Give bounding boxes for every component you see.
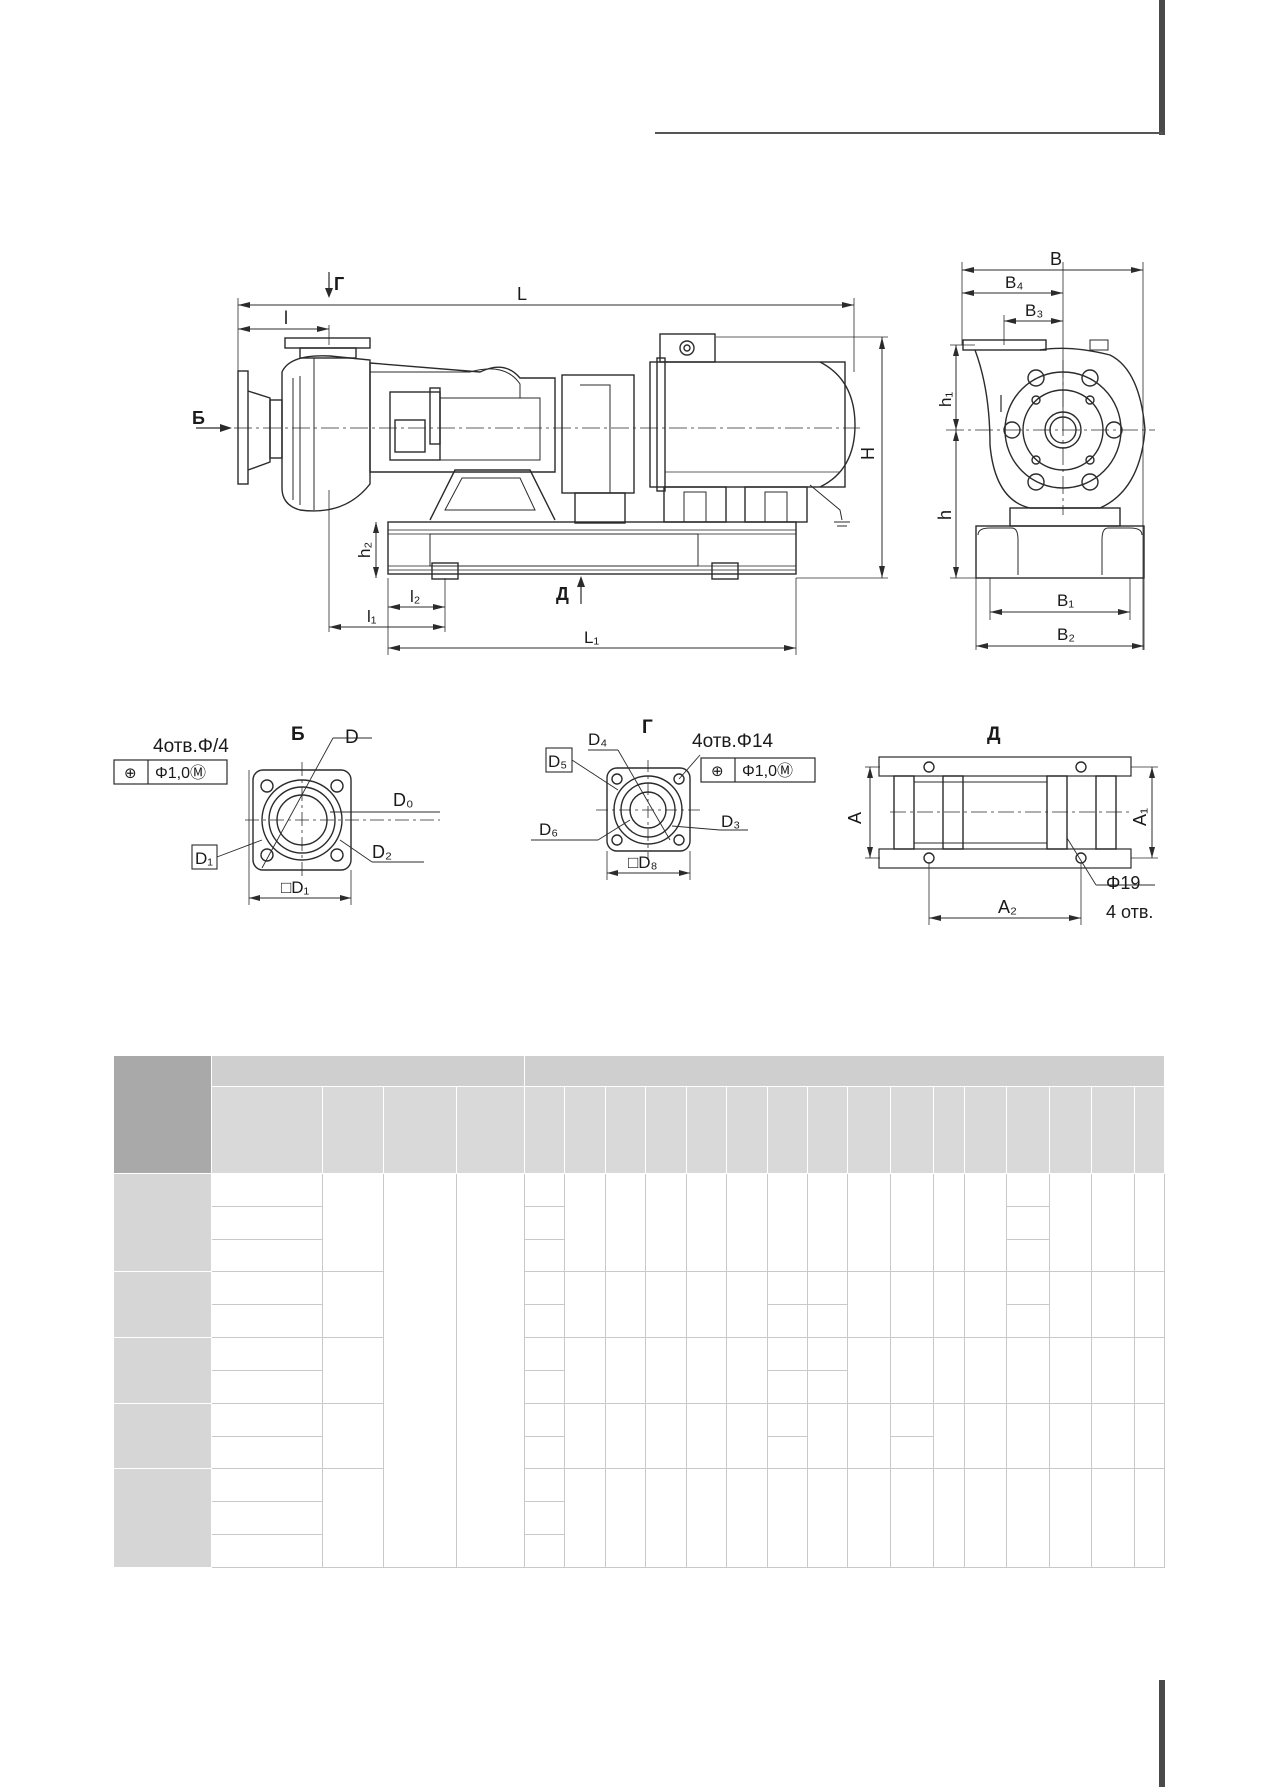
- dim-l1: l₁: [367, 607, 377, 626]
- table-row: [114, 1534, 1165, 1568]
- dim-B2: B₂: [1057, 625, 1075, 644]
- table-model-cell: [113, 1402, 212, 1470]
- base-hole-dia: Φ19: [1106, 873, 1140, 893]
- dim-L: L: [517, 284, 527, 304]
- table-row: [113, 1468, 1166, 1568]
- flange-g-D6: D₆: [539, 820, 558, 839]
- table-header-row-1: [113, 1055, 1166, 1174]
- flange-g-holes: 4отв.Φ14: [692, 731, 774, 752]
- dim-h2: h₂: [355, 542, 374, 558]
- table-row: [113, 1271, 1166, 1339]
- flange-b-D: D: [345, 727, 359, 748]
- table-col-header: [1091, 1086, 1135, 1174]
- table-col-header: [726, 1086, 768, 1174]
- position-tolerance-symbol: ⊕: [124, 765, 137, 782]
- flange-b-sqD1: □D₁: [281, 878, 310, 897]
- page-edge-rule-bottom: [1159, 1680, 1165, 1787]
- table-col-header: [564, 1086, 606, 1174]
- table-group-header-2: [523, 1055, 1166, 1087]
- flange-view-g: Г 4отв.Φ14 ⊕ Φ1,0Ⓜ D₄ D₅ D₃ D₆ □D₈: [531, 717, 816, 880]
- side-view: L l Г: [192, 272, 888, 655]
- table-col-header: [806, 1086, 849, 1174]
- table-model-cell: [113, 1337, 212, 1404]
- dim-h: h: [935, 510, 955, 520]
- dim-B1: B₁: [1057, 591, 1074, 610]
- table-col-header: [1048, 1086, 1093, 1174]
- table-row: [114, 1205, 1165, 1240]
- table-col-header: [456, 1086, 525, 1174]
- flange-g-title: Г: [642, 717, 653, 738]
- table-col-header: [523, 1086, 566, 1174]
- table-row: [114, 1435, 1165, 1470]
- table-col-header: [604, 1086, 647, 1174]
- table-model-cell: [113, 1271, 212, 1339]
- dim-h1: h₁: [936, 392, 955, 407]
- position-tolerance-value: Φ1,0Ⓜ: [155, 764, 206, 782]
- view-arrow-d: Д: [556, 584, 569, 604]
- table-col-header: [685, 1086, 728, 1174]
- table-row: [114, 1369, 1165, 1404]
- flange-g-sqD8: □D₈: [628, 853, 658, 872]
- table-col-header: [963, 1086, 1008, 1174]
- table-col-header: [932, 1086, 965, 1174]
- position-tolerance-value-g: Φ1,0Ⓜ: [742, 762, 793, 780]
- table-col-header: [889, 1086, 934, 1174]
- position-tolerance-symbol-g: ⊕: [711, 763, 724, 780]
- table-col-header: [1133, 1086, 1166, 1174]
- table-group-header-1: [210, 1055, 525, 1087]
- dimensions-table: [113, 1055, 1166, 1568]
- table-row: [113, 1172, 1166, 1568]
- table-col-header: [1006, 1086, 1050, 1174]
- flange-b-D1-box: D₁: [195, 849, 213, 868]
- base-dim-A1: A₁: [1130, 808, 1150, 826]
- base-hole-count: 4 отв.: [1106, 902, 1153, 922]
- front-view: B B₄ B₃: [935, 249, 1155, 650]
- dim-l2: l₂: [410, 587, 420, 606]
- flange-b-holes: 4отв.Φ/4: [153, 736, 229, 757]
- base-d-title: Д: [987, 724, 1001, 745]
- table-col-header: [210, 1086, 323, 1174]
- table-row: [113, 1337, 1166, 1404]
- table-corner-header: [113, 1055, 212, 1174]
- table-col-header: [847, 1086, 891, 1174]
- flange-g-D3: D₃: [721, 812, 740, 831]
- table-model-cell: [113, 1172, 212, 1273]
- flange-g-D4: D₄: [588, 730, 607, 749]
- table-header-row-2: [114, 1086, 1166, 1174]
- flange-b-title: Б: [291, 724, 305, 745]
- table-row: [113, 1402, 1166, 1470]
- table-row: [114, 1304, 1165, 1339]
- base-view-d: Д A A₁ A₂ Φ19 4 отв.: [845, 724, 1158, 925]
- table-row: [114, 1238, 1165, 1273]
- base-dim-A2: A₂: [998, 897, 1017, 917]
- table-col-header: [766, 1086, 808, 1174]
- flange-g-D5-box: D₅: [548, 752, 567, 771]
- flange-b-D2: D₂: [372, 842, 392, 862]
- page-edge-rule-top: [1159, 0, 1165, 135]
- dim-H: H: [858, 447, 878, 460]
- flange-b-D0: D₀: [393, 790, 413, 810]
- dim-B3: B₃: [1025, 301, 1043, 320]
- table-model-cell: [113, 1468, 212, 1568]
- table-col-header: [645, 1086, 687, 1174]
- view-arrow-b: Б: [192, 408, 205, 428]
- dim-B4: B₄: [1005, 273, 1023, 292]
- dim-l: l: [284, 308, 288, 328]
- header-rule: [655, 132, 1163, 134]
- dim-B: B: [1050, 249, 1062, 269]
- flange-view-b: Б 4отв.Φ/4 ⊕ Φ1,0Ⓜ D D₀ D₂ D₁ □D₁: [113, 724, 440, 905]
- table-col-header: [382, 1086, 458, 1174]
- technical-drawing: L l Г: [113, 249, 1158, 925]
- table-row: [114, 1501, 1165, 1536]
- table-col-header: [321, 1086, 384, 1174]
- base-dim-A: A: [845, 812, 865, 824]
- view-arrow-g: Г: [334, 274, 344, 294]
- dim-L1: L₁: [584, 628, 599, 647]
